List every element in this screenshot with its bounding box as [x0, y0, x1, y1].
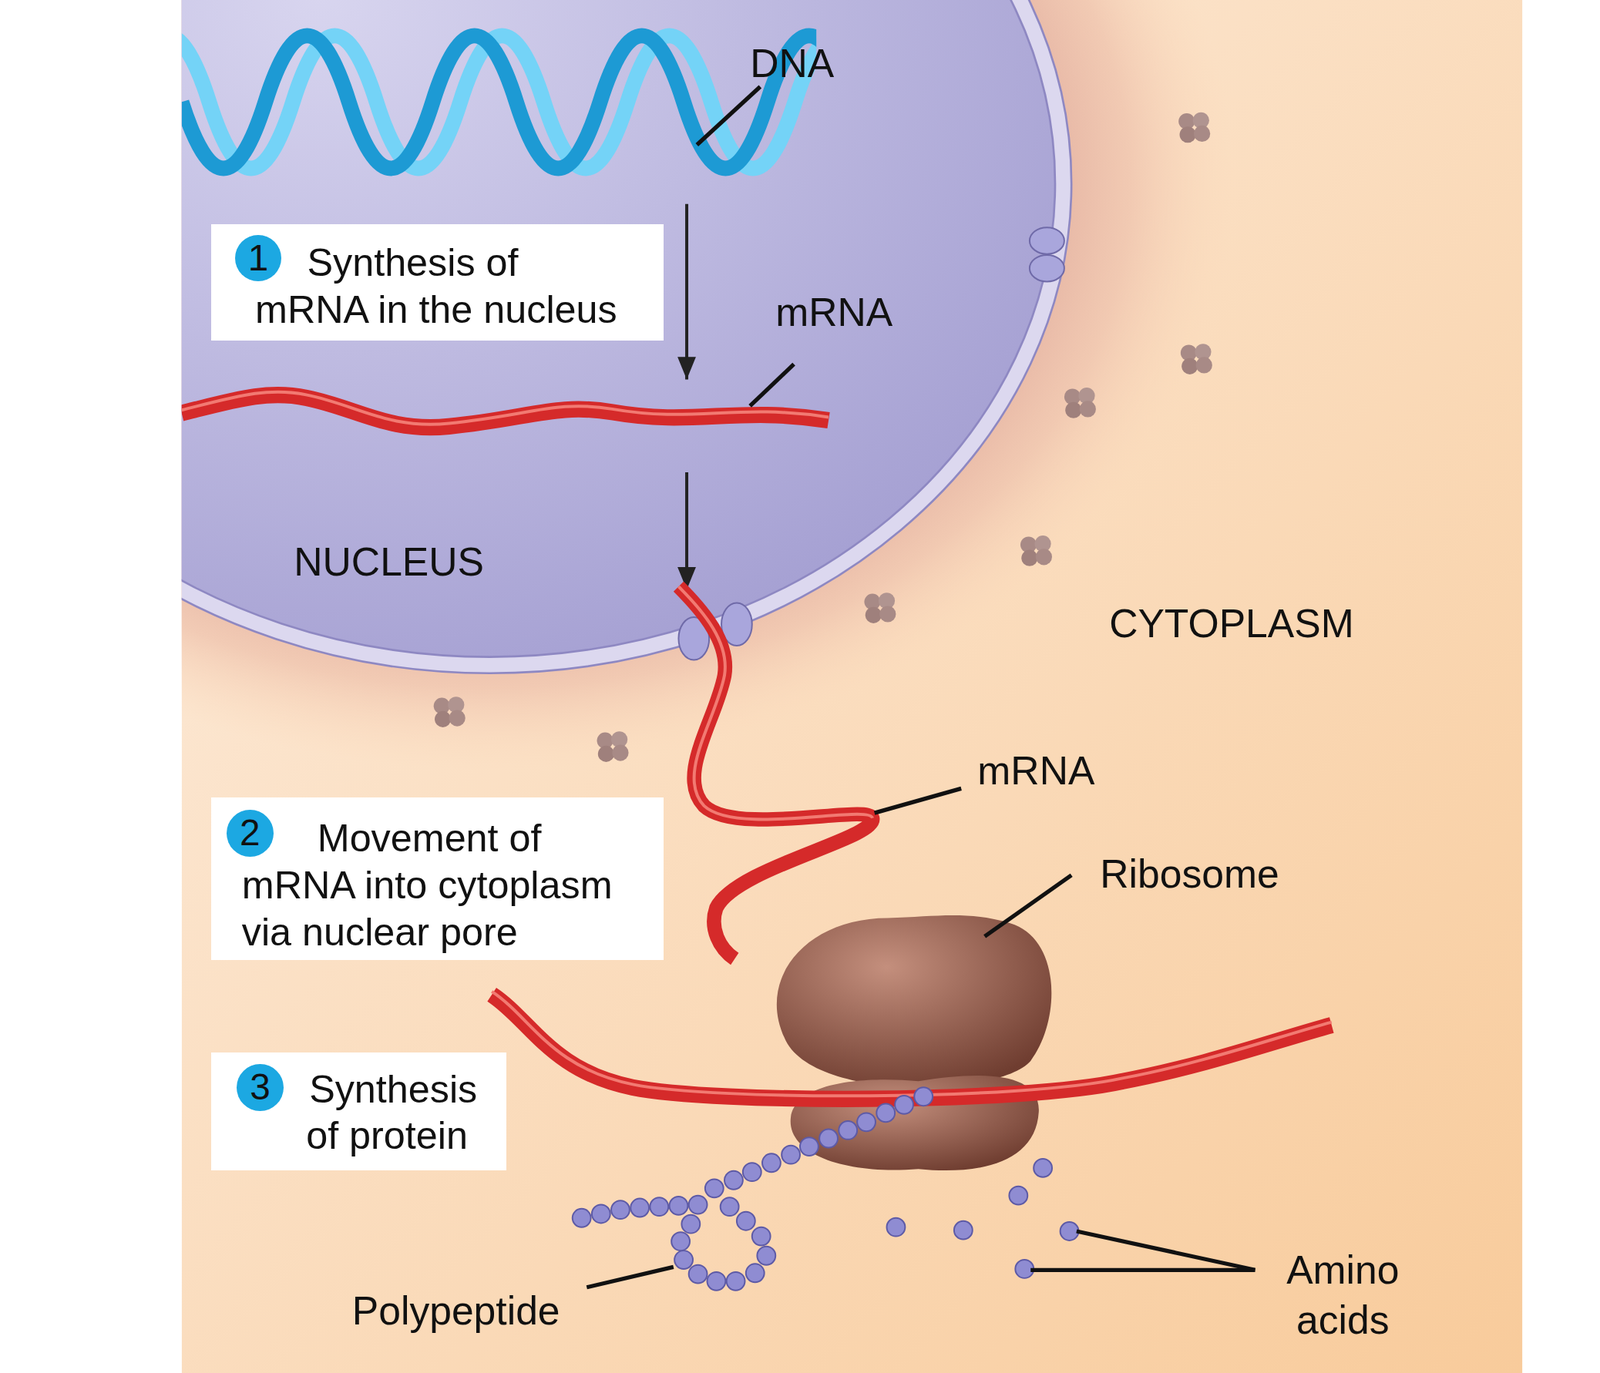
- amino-bead: [914, 1087, 933, 1106]
- amino-bead: [800, 1137, 819, 1157]
- nuclear-pore: [1029, 227, 1065, 254]
- free-amino-acid: [1008, 1186, 1028, 1206]
- process-arrow: [685, 472, 689, 590]
- part-label: NUCLEUS: [293, 538, 485, 586]
- dna-helix: [181, 35, 817, 169]
- polypeptide-chain: [572, 1087, 1079, 1291]
- er-ribosome-clump: [1178, 112, 1211, 144]
- amino-bead: [707, 1272, 727, 1291]
- part-label: mRNA: [775, 289, 893, 337]
- amino-bead: [876, 1103, 895, 1123]
- part-label: CYTOPLASM: [1109, 600, 1355, 648]
- leader-lines: [586, 87, 1255, 1288]
- step-box: Synthesis of protein 3: [211, 1052, 507, 1170]
- amino-bead: [591, 1205, 611, 1224]
- er-ribosome-clump: [1180, 343, 1213, 375]
- amino-bead: [720, 1197, 740, 1217]
- er-ribosome-clump: [433, 696, 466, 728]
- amino-bead: [752, 1227, 771, 1247]
- illustration-group: [181, 0, 1523, 1373]
- leader-line: [984, 875, 1073, 937]
- amino-bead: [705, 1179, 724, 1198]
- amino-bead: [781, 1146, 800, 1165]
- callout-digit: 3: [236, 1064, 284, 1112]
- amino-bead: [681, 1215, 700, 1234]
- amino-bead: [756, 1247, 776, 1266]
- mrna-strand: [678, 586, 873, 959]
- mrna-strand: [491, 994, 1332, 1100]
- step-text: Movement of mRNA into cytoplasm via nucl…: [242, 815, 623, 957]
- part-label: Ribosome: [1099, 850, 1279, 898]
- part-label: Amino acids: [1266, 1245, 1420, 1346]
- leader-line: [874, 788, 962, 814]
- step-box: Movement of mRNA into cytoplasm via nucl…: [211, 797, 664, 961]
- amino-bead: [669, 1196, 689, 1216]
- callout-number: 3: [236, 1064, 284, 1112]
- part-label: Polypeptide: [352, 1287, 561, 1335]
- amino-bead: [671, 1232, 690, 1251]
- step-text: Synthesis of mRNA in the nucleus: [255, 239, 628, 334]
- amino-bead: [649, 1197, 669, 1217]
- leader-line: [586, 1267, 674, 1288]
- leader-line: [1076, 1231, 1256, 1271]
- free-amino-acid: [887, 1218, 906, 1237]
- step-text: Synthesis of protein: [305, 1066, 495, 1161]
- part-label: DNA: [749, 40, 834, 88]
- process-arrow: [685, 204, 689, 380]
- free-amino-acid: [954, 1221, 973, 1241]
- nuclear-pore: [1029, 255, 1065, 282]
- amino-bead: [689, 1196, 708, 1215]
- step-text-holder: Synthesis of protein: [305, 1066, 495, 1161]
- amino-bead: [674, 1250, 693, 1270]
- er-ribosome-clump: [597, 731, 629, 763]
- mrna-highlight: [678, 586, 873, 820]
- amino-bead: [726, 1272, 746, 1291]
- amino-bead: [762, 1153, 781, 1173]
- callout-number: 2: [226, 810, 274, 858]
- free-amino-acid: [1033, 1159, 1053, 1178]
- amino-bead: [894, 1095, 914, 1115]
- amino-bead: [630, 1199, 649, 1218]
- amino-bead: [838, 1121, 858, 1140]
- amino-bead: [689, 1265, 708, 1285]
- dna-strand: [181, 35, 817, 169]
- er-ribosome-clump: [863, 592, 896, 624]
- step-box: Synthesis of mRNA in the nucleus1: [211, 224, 664, 341]
- callout-digit: 2: [226, 810, 274, 858]
- callout-digit: 1: [235, 235, 283, 283]
- amino-bead: [746, 1263, 765, 1283]
- amino-bead: [819, 1129, 838, 1149]
- callout-number: 1: [235, 235, 283, 283]
- leader-line: [696, 87, 760, 145]
- dna-strand: [181, 35, 817, 169]
- step-text-holder: Movement of mRNA into cytoplasm via nucl…: [242, 815, 623, 957]
- amino-bead: [572, 1209, 592, 1228]
- free-amino-acid: [1060, 1222, 1079, 1241]
- leader-line: [749, 364, 794, 407]
- amino-bead: [742, 1163, 762, 1182]
- amino-bead: [724, 1171, 743, 1190]
- step-text-holder: Synthesis of mRNA in the nucleus: [255, 239, 628, 334]
- mrna-highlight: [491, 991, 1332, 1096]
- amino-bead: [736, 1212, 756, 1231]
- er-ribosome-clump: [1064, 387, 1096, 419]
- mrna-highlight: [181, 392, 829, 425]
- amino-bead: [857, 1112, 876, 1132]
- endoplasmic-halo: [181, 0, 1235, 771]
- leader-line: [1030, 1268, 1255, 1273]
- part-label: mRNA: [977, 747, 1095, 795]
- nuclear-envelope-inner: [181, 0, 1056, 658]
- er-ribosome-clump: [1020, 535, 1053, 567]
- amino-bead: [611, 1200, 630, 1220]
- ribosome-large-subunit: [776, 915, 1053, 1088]
- nuclear-envelope-outer: [181, 0, 1073, 674]
